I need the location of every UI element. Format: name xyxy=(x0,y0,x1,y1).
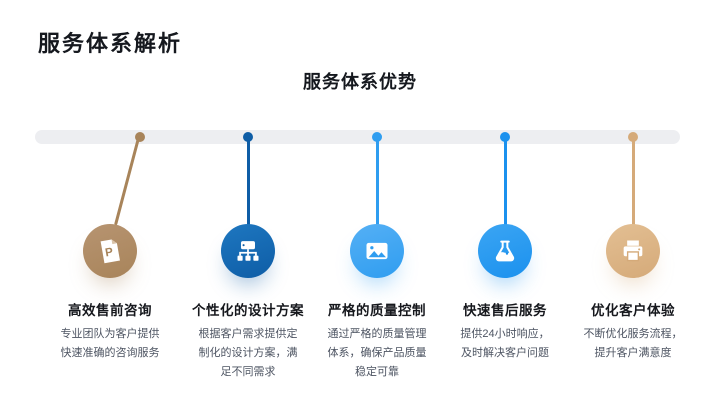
timeline-track xyxy=(35,130,680,144)
printer-icon xyxy=(623,240,643,262)
timeline-dot xyxy=(135,132,145,142)
node-circle xyxy=(606,224,660,278)
org-chart-icon xyxy=(237,241,259,261)
node-circle xyxy=(221,224,275,278)
node-title: 个性化的设计方案 xyxy=(192,303,304,318)
timeline-node-experience: 优化客户体验 不断优化服务流程， 提升客户满意度 xyxy=(571,0,695,404)
node-description: 专业团队为客户提供 快速准确的咨询服务 xyxy=(60,328,160,359)
node-circle: P xyxy=(83,224,137,278)
document-icon: P xyxy=(100,239,120,264)
timeline-stem xyxy=(503,139,507,226)
slide-subtitle: 服务体系优势 xyxy=(303,72,417,92)
timeline-node-quality: 严格的质量控制 通过严格的质量管理 体系，确保产品质量 稳定可靠 xyxy=(315,0,439,404)
timeline-dot xyxy=(500,132,510,142)
timeline-stem xyxy=(375,139,379,226)
flask-icon xyxy=(495,240,515,262)
node-title: 优化客户体验 xyxy=(591,303,675,318)
image-icon xyxy=(366,242,388,260)
timeline-dot xyxy=(243,132,253,142)
timeline-stem xyxy=(114,137,140,226)
node-description: 根据客户需求提供定 制化的设计方案，满 足不同需求 xyxy=(198,328,298,378)
node-label: 严格的质量控制 通过严格的质量管理 体系，确保产品质量 稳定可靠 xyxy=(315,299,439,382)
node-label: 个性化的设计方案 根据客户需求提供定 制化的设计方案，满 足不同需求 xyxy=(186,299,310,382)
node-description: 通过严格的质量管理 体系，确保产品质量 稳定可靠 xyxy=(327,328,427,378)
node-title: 严格的质量控制 xyxy=(328,303,426,318)
timeline-stem xyxy=(246,139,250,226)
timeline-dot xyxy=(628,132,638,142)
node-label: 快速售后服务 提供24小时响应， 及时解决客户问题 xyxy=(443,299,567,363)
node-description: 不断优化服务流程， 提升客户满意度 xyxy=(583,328,683,359)
svg-text:P: P xyxy=(104,245,114,259)
timeline-stem xyxy=(631,139,635,226)
page-title: 服务体系解析 xyxy=(38,31,183,56)
node-label: 优化客户体验 不断优化服务流程， 提升客户满意度 xyxy=(571,299,695,363)
timeline-node-design: 个性化的设计方案 根据客户需求提供定 制化的设计方案，满 足不同需求 xyxy=(186,0,310,404)
node-title: 快速售后服务 xyxy=(463,303,547,318)
node-label: 高效售前咨询 专业团队为客户提供 快速准确的咨询服务 xyxy=(48,299,172,363)
node-circle xyxy=(350,224,404,278)
timeline-dot xyxy=(372,132,382,142)
timeline-node-aftersales: 快速售后服务 提供24小时响应， 及时解决客户问题 xyxy=(443,0,567,404)
node-description: 提供24小时响应， 及时解决客户问题 xyxy=(460,328,550,359)
timeline-node-presales: P 高效售前咨询 专业团队为客户提供 快速准确的咨询服务 xyxy=(48,0,172,404)
node-title: 高效售前咨询 xyxy=(68,303,152,318)
node-circle xyxy=(478,224,532,278)
